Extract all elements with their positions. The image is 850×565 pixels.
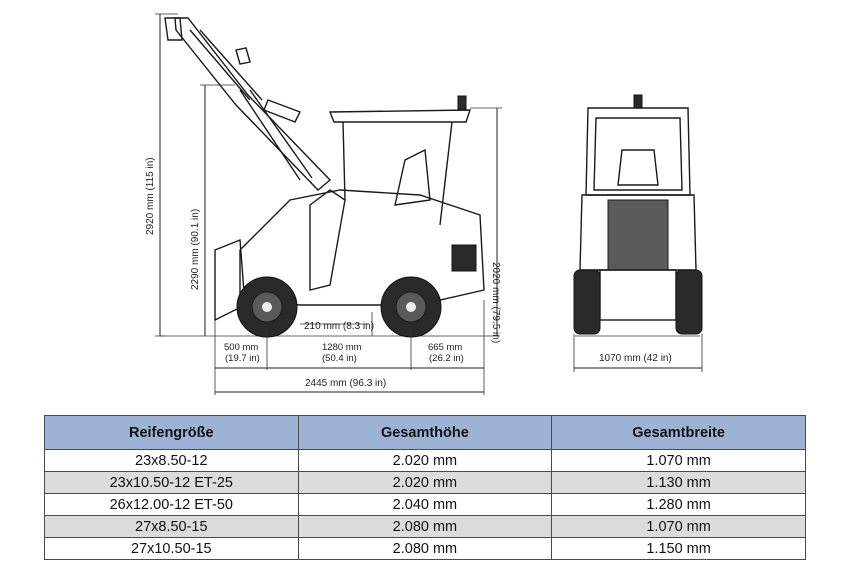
dim-cab-height: 2020 mm (79.5 in) bbox=[490, 262, 501, 343]
cell-tire-size: 26x12.00-12 ET-50 bbox=[44, 493, 299, 516]
tire-size-table: Reifengröße Gesamthöhe Gesamtbreite 23x8… bbox=[44, 415, 806, 560]
cell-tire-size: 27x8.50-15 bbox=[44, 515, 299, 538]
dim-rear-overhang-in: (26.2 in) bbox=[429, 353, 464, 364]
cell-total-height: 2.020 mm bbox=[297, 449, 553, 472]
table-row: 26x12.00-12 ET-50 2.040 mm 1.280 mm bbox=[44, 493, 806, 516]
cell-total-height: 2.020 mm bbox=[297, 471, 553, 494]
width-dimension bbox=[573, 334, 703, 372]
dim-front-overhang-mm: 500 mm bbox=[224, 342, 258, 353]
cell-tire-size: 27x10.50-15 bbox=[44, 537, 299, 560]
cell-total-width: 1.070 mm bbox=[551, 449, 806, 472]
cell-total-height: 2.040 mm bbox=[297, 493, 553, 516]
cell-total-width: 1.280 mm bbox=[551, 493, 806, 516]
ground-clearance-dimension bbox=[300, 312, 373, 336]
cell-total-width: 1.150 mm bbox=[551, 537, 806, 560]
dim-rear-overhang-mm: 665 mm bbox=[428, 342, 462, 353]
table-row: 23x10.50-12 ET-25 2.020 mm 1.130 mm bbox=[44, 471, 806, 494]
dim-lift-height: 2290 mm (90.1 in) bbox=[190, 209, 201, 290]
dim-total-length: 2445 mm (96.3 in) bbox=[305, 378, 386, 389]
dim-wheelbase-mm: 1280 mm bbox=[322, 342, 362, 353]
table-row: 27x10.50-15 2.080 mm 1.150 mm bbox=[44, 537, 806, 560]
front-view-loader bbox=[573, 94, 703, 337]
cell-tire-size: 23x8.50-12 bbox=[44, 449, 299, 472]
side-view-loader bbox=[160, 17, 500, 338]
height-dimensions bbox=[155, 13, 502, 337]
length-dimensions bbox=[214, 300, 485, 395]
table-row: 23x8.50-12 2.020 mm 1.070 mm bbox=[44, 449, 806, 472]
table-header-row: Reifengröße Gesamthöhe Gesamtbreite bbox=[44, 415, 806, 450]
cell-total-height: 2.080 mm bbox=[297, 515, 553, 538]
cell-total-width: 1.130 mm bbox=[551, 471, 806, 494]
loader-dimension-drawing: 2920 mm (115 in) 2290 mm (90.1 in) 2020 … bbox=[145, 13, 703, 395]
header-total-height: Gesamthöhe bbox=[297, 415, 553, 450]
dim-front-overhang-in: (19.7 in) bbox=[225, 353, 260, 364]
cell-tire-size: 23x10.50-12 ET-25 bbox=[44, 471, 299, 494]
table-row: 27x8.50-15 2.080 mm 1.070 mm bbox=[44, 515, 806, 538]
dim-ground-clearance: 210 mm (8.3 in) bbox=[304, 321, 374, 332]
cell-total-height: 2.080 mm bbox=[297, 537, 553, 560]
dim-total-height: 2920 mm (115 in) bbox=[145, 157, 156, 235]
dim-wheelbase-in: (50.4 in) bbox=[322, 353, 357, 364]
header-total-width: Gesamtbreite bbox=[551, 415, 806, 450]
cell-total-width: 1.070 mm bbox=[551, 515, 806, 538]
header-tire-size: Reifengröße bbox=[44, 415, 299, 450]
dim-width: 1070 mm (42 in) bbox=[599, 353, 672, 364]
